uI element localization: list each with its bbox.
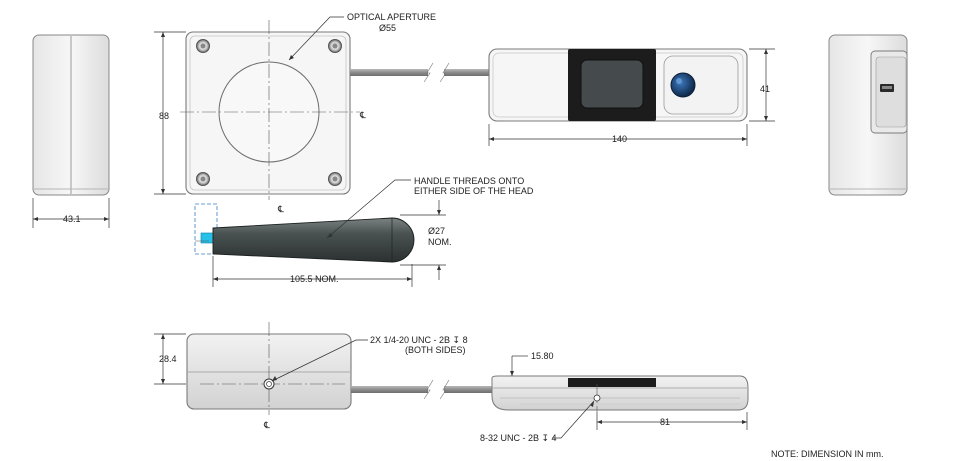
handle-view: ℄ HANDLE THREADS ONTO EITHER SIDE OF THE… (194, 176, 534, 287)
reader-side-window (568, 378, 656, 387)
side-width-dimension: 43.1 (63, 214, 81, 224)
optical-aperture-label: OPTICAL APERTURE (347, 12, 436, 22)
threaded-hole-icon (263, 378, 275, 390)
cable-bottom (351, 379, 492, 400)
right-side-view (828, 34, 908, 196)
handle-thread-tip (200, 232, 214, 244)
bottom-centerline-symbol: ℄ (263, 420, 270, 430)
thread-note-line2: (BOTH SIDES) (405, 345, 466, 355)
handle-nom-label: NOM. (428, 237, 452, 247)
handle-note-line2: EITHER SIDE OF THE HEAD (414, 186, 534, 196)
break-symbol-icon-bottom (423, 379, 450, 400)
head-height-dimension: 88 (159, 111, 169, 121)
cable-top (350, 62, 489, 83)
reader-top-view: 41 140 (488, 48, 775, 146)
handle-body (212, 217, 415, 263)
aperture-diameter-label: Ø55 (379, 23, 396, 33)
lens-icon (670, 72, 696, 98)
centerline-symbol: ℄ (359, 110, 366, 120)
head-front-view: ℄ 88 OPTICAL APERTURE Ø55 (154, 12, 436, 200)
head-thickness-dimension: 28.4 (159, 354, 177, 364)
reader-length-dimension: 140 (612, 134, 627, 144)
screw-bottom-left (196, 172, 210, 186)
reader-height-dimension: 41 (760, 84, 770, 94)
left-side-view: 43.1 (32, 34, 110, 228)
usb-port-icon (880, 84, 894, 92)
handle-length-dimension: 105.5 NOM. (290, 274, 339, 284)
handle-note-line1: HANDLE THREADS ONTO (414, 176, 524, 186)
reader-side-view: 15.80 81 8-32 UNC - 2B ↧ 4 (480, 351, 749, 443)
handle-centerline-symbol: ℄ (277, 204, 284, 214)
screw-bottom-right (328, 172, 342, 186)
thread-note-bottom: 8-32 UNC - 2B ↧ 4 (480, 433, 557, 443)
break-symbol-icon (423, 62, 450, 83)
reader-thickness-dimension: 15.80 (531, 351, 554, 361)
screw-top-left (196, 39, 210, 53)
screw-top-right (328, 39, 342, 53)
thread-note-line1: 2X 1/4-20 UNC - 2B ↧ 8 (370, 335, 468, 345)
head-bottom-view: ℄ 28.4 2X 1/4-20 UNC - 2B ↧ 8 (BOTH SIDE… (154, 322, 468, 430)
dimension-note: NOTE: DIMENSION IN mm. (771, 449, 884, 459)
handle-diameter-dimension: Ø27 (428, 226, 445, 236)
reader-offset-dimension: 81 (660, 417, 670, 427)
